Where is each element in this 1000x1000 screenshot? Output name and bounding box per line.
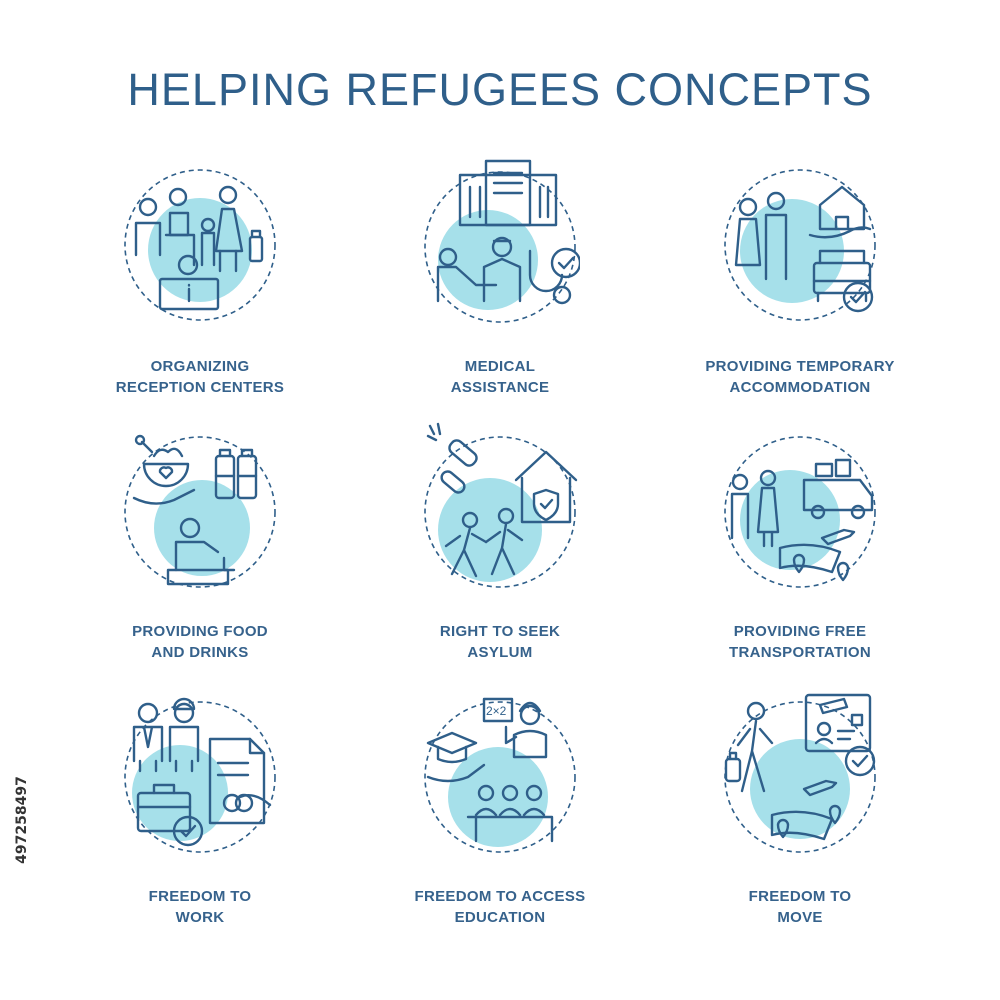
education-icon: 2×2	[420, 685, 580, 865]
svg-text:2×2: 2×2	[486, 704, 507, 718]
temporary-accommodation-icon	[720, 155, 880, 335]
freedom-to-move-icon	[720, 685, 880, 865]
free-transportation-icon	[720, 420, 880, 600]
freedom-to-work-icon	[120, 685, 280, 865]
page-title: HELPING REFUGEES CONCEPTS	[127, 64, 873, 115]
reception-center-icon	[120, 155, 280, 335]
stock-id-text: 497258497	[14, 776, 30, 864]
medical-assistance-icon	[420, 155, 580, 335]
asylum-icon	[420, 420, 580, 600]
food-and-drinks-icon	[120, 420, 280, 600]
